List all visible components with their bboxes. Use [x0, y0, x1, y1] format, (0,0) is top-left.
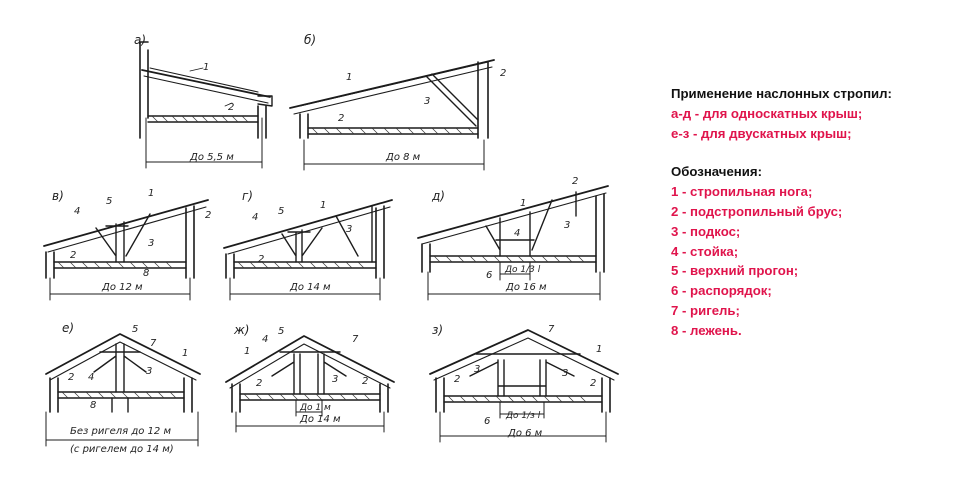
part-label: 1: [596, 344, 602, 355]
span-label: До 14 м: [299, 414, 341, 425]
sub-span-label: До 1/3 l: [504, 265, 541, 275]
figure-letter: б): [304, 33, 316, 47]
part-label: 6: [484, 416, 490, 427]
part-label: 1: [346, 72, 352, 83]
part-label: 4: [262, 334, 268, 345]
designation-item: 3 - подкос;: [671, 223, 741, 239]
usage-item: а-д - для односкатных крыш;: [671, 105, 863, 121]
span-label: До 12 м: [101, 282, 143, 293]
span-label: До 8 м: [385, 152, 421, 163]
designation-item: 4 - стойка;: [671, 243, 739, 259]
rafter-diagrams: а) 1 2 До 5,5 м б) 1 2 2 3 До 8 м в): [43, 33, 619, 455]
part-label: 2: [258, 254, 264, 265]
part-label: 3: [332, 374, 338, 385]
part-label: 3: [474, 364, 480, 375]
part-label: 1: [148, 188, 154, 199]
designation-item: 1 - стропильная нога;: [671, 184, 813, 200]
part-label: 2: [454, 374, 460, 385]
part-label: 3: [424, 96, 430, 107]
span-label-secondary: (с ригелем до 14 м): [70, 444, 174, 455]
figure-letter: д): [431, 189, 445, 203]
legend-spacer: [671, 143, 951, 162]
part-label: 4: [88, 372, 94, 383]
figure-d: г) 1 2 3 4 5 До 14 м: [223, 189, 393, 301]
span-label: Без ригеля до 12 м: [70, 426, 171, 437]
figure-a: а) 1 2 До 5,5 м: [134, 33, 273, 169]
legend-heading: Применение наслонных стропил:: [671, 86, 892, 101]
figure-e: д) 1 2 3 4 6 До 1/3 l До 16 м: [417, 176, 609, 301]
part-label: 2: [362, 376, 368, 387]
part-label: 6: [486, 270, 492, 281]
figure-letter: а): [134, 33, 146, 47]
designations-title: Обозначения:: [671, 164, 762, 180]
part-label: 2: [590, 378, 596, 389]
usage-item: е-з - для двускатных крыш;: [671, 125, 852, 141]
part-label: 8: [143, 268, 149, 279]
figure-f: е) 1 2 3 4 5 7 8 Без ригеля до 12 м (с р…: [45, 321, 201, 455]
designation-item: 2 - подстропильный брус;: [671, 203, 843, 219]
part-label: 1: [520, 198, 526, 209]
part-label: 1: [182, 348, 188, 359]
span-label: До 16 м: [505, 282, 547, 293]
designation-item: 7 - ригель;: [671, 302, 740, 318]
part-label: 2: [256, 378, 262, 389]
legend: Применение наслонных стропил: а-д - для …: [671, 84, 951, 341]
part-label: 3: [346, 224, 352, 235]
part-label: 1: [320, 200, 326, 211]
part-label: 1: [203, 62, 209, 73]
sub-span-label: До 1/з l: [505, 411, 541, 421]
part-label: 7: [548, 324, 555, 335]
part-label: 3: [146, 366, 152, 377]
part-label: 5: [106, 196, 112, 207]
part-label: 2: [338, 113, 344, 124]
figure-letter: е): [62, 321, 74, 335]
part-label: 3: [148, 238, 154, 249]
part-label: 5: [132, 324, 138, 335]
part-label: 2: [572, 176, 578, 187]
figure-b: б) 1 2 2 3 До 8 м: [289, 33, 506, 171]
sub-span-label: До 1 м: [299, 403, 331, 413]
figure-letter: ж): [233, 323, 250, 337]
part-label: 3: [564, 220, 570, 231]
part-label: 1: [244, 346, 250, 357]
part-label: 2: [228, 102, 234, 113]
part-label: 4: [74, 206, 80, 217]
part-label: 7: [150, 338, 157, 349]
part-label: 4: [252, 212, 258, 223]
figure-h: з) 1 2 2 3 3 6 7 До 1/з l До 6 м: [429, 323, 619, 443]
designation-item: 8 - лежень.: [671, 322, 742, 338]
designation-item: 5 - верхний прогон;: [671, 263, 799, 279]
figure-letter: г): [242, 189, 253, 203]
span-label: До 6 м: [507, 428, 543, 439]
figure-letter: в): [52, 189, 64, 203]
part-label: 4: [514, 228, 520, 239]
part-label: 2: [68, 372, 74, 383]
part-label: 7: [352, 334, 359, 345]
part-label: 2: [500, 68, 506, 79]
part-label: 2: [70, 250, 76, 261]
part-label: 5: [278, 326, 284, 337]
figure-g: ж) 1 2 2 3 4 5 7 До 1 м До 14 м: [225, 323, 395, 433]
part-label: 2: [205, 210, 211, 221]
figure-c: в) 1 2 2 3 4 5 8 До 12 м: [43, 188, 211, 301]
span-label: До 14 м: [289, 282, 331, 293]
designation-item: 6 - распорядок;: [671, 283, 772, 299]
part-label: 5: [278, 206, 284, 217]
part-label: 3: [562, 368, 568, 379]
figure-letter: з): [432, 323, 443, 337]
part-label: 8: [90, 400, 96, 411]
span-label: До 5,5 м: [189, 152, 234, 163]
